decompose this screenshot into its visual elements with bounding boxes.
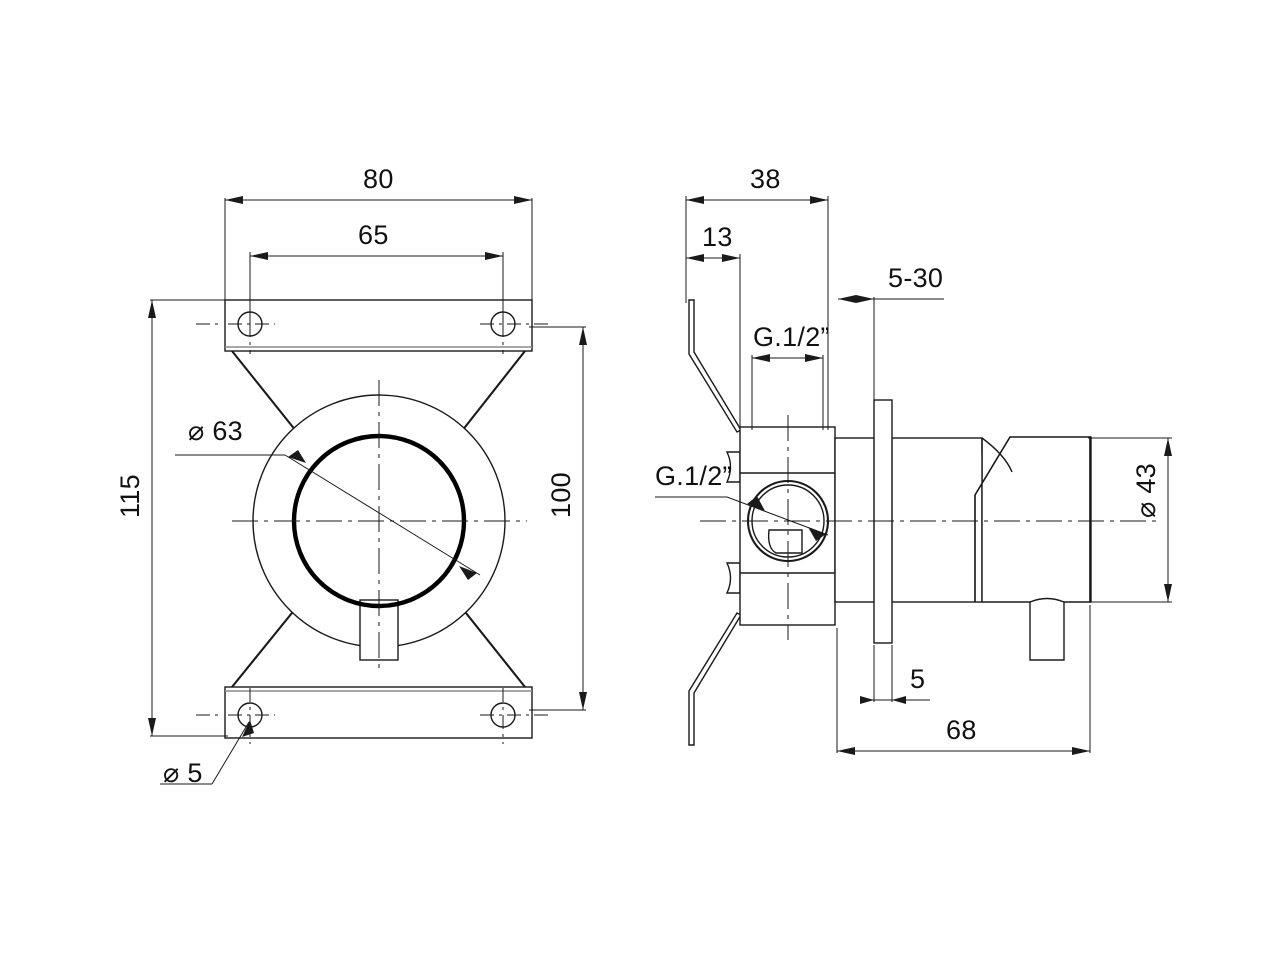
dimension-5-30-label: 5-30 <box>888 263 943 293</box>
side-view-group: 38 13 5-30 <box>655 164 1172 755</box>
top-mounting-plate <box>196 296 552 354</box>
dimension-100: 100 <box>529 326 587 711</box>
dimension-5-30: 5-30 <box>838 263 944 400</box>
front-view-group: ⌀ 63 ⌀ 5 80 <box>115 164 587 788</box>
diameter-63-callout: ⌀ 63 <box>175 416 481 580</box>
diameter-43-dimension: ⌀ 43 <box>1088 437 1172 603</box>
bottom-mounting-plate <box>196 686 552 744</box>
dimension-13-label: 13 <box>702 222 733 252</box>
dimension-65: 65 <box>249 220 504 326</box>
handle-head <box>974 436 1092 603</box>
thread-side-callout: G.1/2” <box>655 461 829 541</box>
dimension-80-label: 80 <box>363 164 394 194</box>
dimension-13: 13 <box>685 222 741 430</box>
thread-top-label: G.1/2” <box>753 322 830 352</box>
dimension-68-label: 68 <box>946 715 977 745</box>
diameter-5-label: ⌀ 5 <box>163 758 203 788</box>
dimension-5-label: 5 <box>910 664 925 694</box>
dimension-5-flange: 5 <box>860 645 930 704</box>
dimension-115: 115 <box>115 299 228 737</box>
diameter-63-label: ⌀ 63 <box>188 416 243 446</box>
wall-bracket-legs <box>688 299 742 746</box>
dimension-38-label: 38 <box>750 164 781 194</box>
dimension-65-label: 65 <box>358 220 389 250</box>
dimension-80: 80 <box>224 164 533 303</box>
handle-lever <box>1029 597 1065 661</box>
dimension-115-label: 115 <box>115 474 145 518</box>
dimension-38: 38 <box>685 164 829 430</box>
thread-side-label: G.1/2” <box>655 461 732 491</box>
dimension-100-label: 100 <box>546 472 576 518</box>
valve-body-block <box>739 415 836 640</box>
diameter-43-label: ⌀ 43 <box>1131 463 1161 518</box>
cylinder-and-flange <box>834 399 983 644</box>
dimension-68: 68 <box>836 605 1091 755</box>
body-side-tabs <box>725 451 741 594</box>
thread-top-callout: G.1/2” <box>751 322 830 430</box>
valve-body-circle <box>232 380 527 672</box>
diameter-5-callout: ⌀ 5 <box>160 720 254 788</box>
